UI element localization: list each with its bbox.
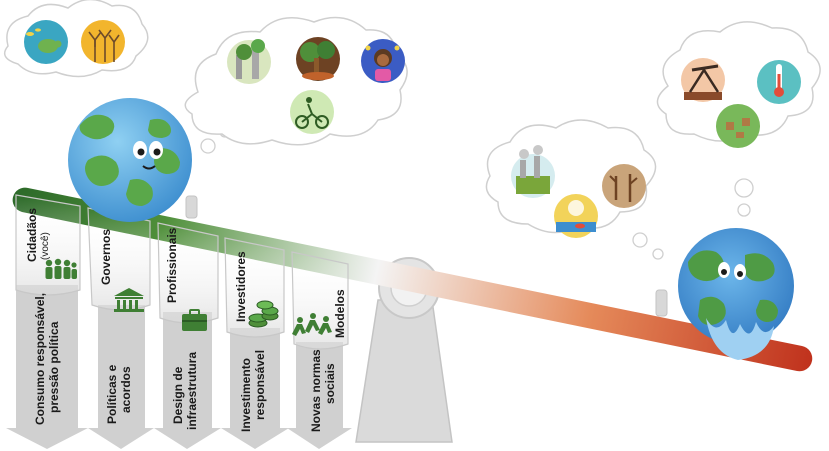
actor-name-3: Investidores [234, 251, 248, 322]
urban-trees-icon [227, 39, 271, 84]
thermometer-icon [757, 60, 801, 104]
arrow-cidadaos [6, 285, 88, 449]
actor-name-1: Governos [99, 229, 113, 285]
action-labels: Consumo responsável, pressão política Po… [33, 293, 337, 432]
healthy-earth [68, 98, 192, 222]
cloud-healthy-small [3, 0, 149, 78]
action-arrows [6, 285, 352, 449]
briefcase-icon [182, 309, 207, 331]
government-building-icon [114, 288, 144, 312]
girl-icon [361, 39, 405, 83]
action-3-line-1: responsável [253, 350, 267, 420]
right-post [655, 289, 668, 317]
arrow-governos [88, 305, 154, 449]
action-4-line-1: sociais [323, 363, 337, 404]
people-icon [45, 258, 77, 279]
action-1-line-0: Políticas e [105, 364, 119, 424]
arrow-profissionais [154, 312, 221, 449]
actor-name-4: Modelos [333, 289, 347, 338]
seesaw-beam [12, 187, 813, 372]
action-2-line-0: Design de [171, 366, 185, 424]
action-3-line-0: Investimento [239, 358, 253, 432]
action-1-line-1: acordos [119, 366, 133, 413]
action-4-line-0: Novas normas [309, 349, 323, 432]
action-2-line-1: infraestrutura [185, 352, 199, 430]
drought-icon [554, 194, 598, 238]
arrow-investidores [221, 328, 289, 449]
running-people-icon [292, 313, 332, 336]
forest-icon [296, 37, 340, 81]
factory-icon [511, 145, 555, 198]
action-0-line-1: pressão política [47, 321, 61, 413]
coins-icon [248, 300, 279, 328]
wind-turbine-icon [81, 20, 125, 64]
actor-name-0: Cidadãos [25, 208, 39, 262]
actor-sub-0: (você) [40, 232, 51, 260]
left-post [185, 195, 198, 219]
arrow-modelos [287, 342, 352, 449]
cyclist-icon [290, 90, 334, 134]
action-0-line-0: Consumo responsável, [33, 293, 47, 425]
melting-earth [678, 228, 794, 360]
actor-name-2: Profissionais [165, 227, 179, 303]
melting-thought-dots [632, 178, 754, 260]
turtle-icon [24, 20, 68, 64]
cloud-healthy-large [184, 16, 408, 146]
cloud-melting-top [656, 21, 821, 148]
cloud-melting-middle [485, 119, 657, 238]
deforestation-icon [716, 104, 760, 148]
dead-forest-icon [602, 164, 646, 208]
actor-labels: Cidadãos (você) Governos Profissionais I… [25, 208, 347, 338]
oil-pump-icon [681, 58, 725, 102]
